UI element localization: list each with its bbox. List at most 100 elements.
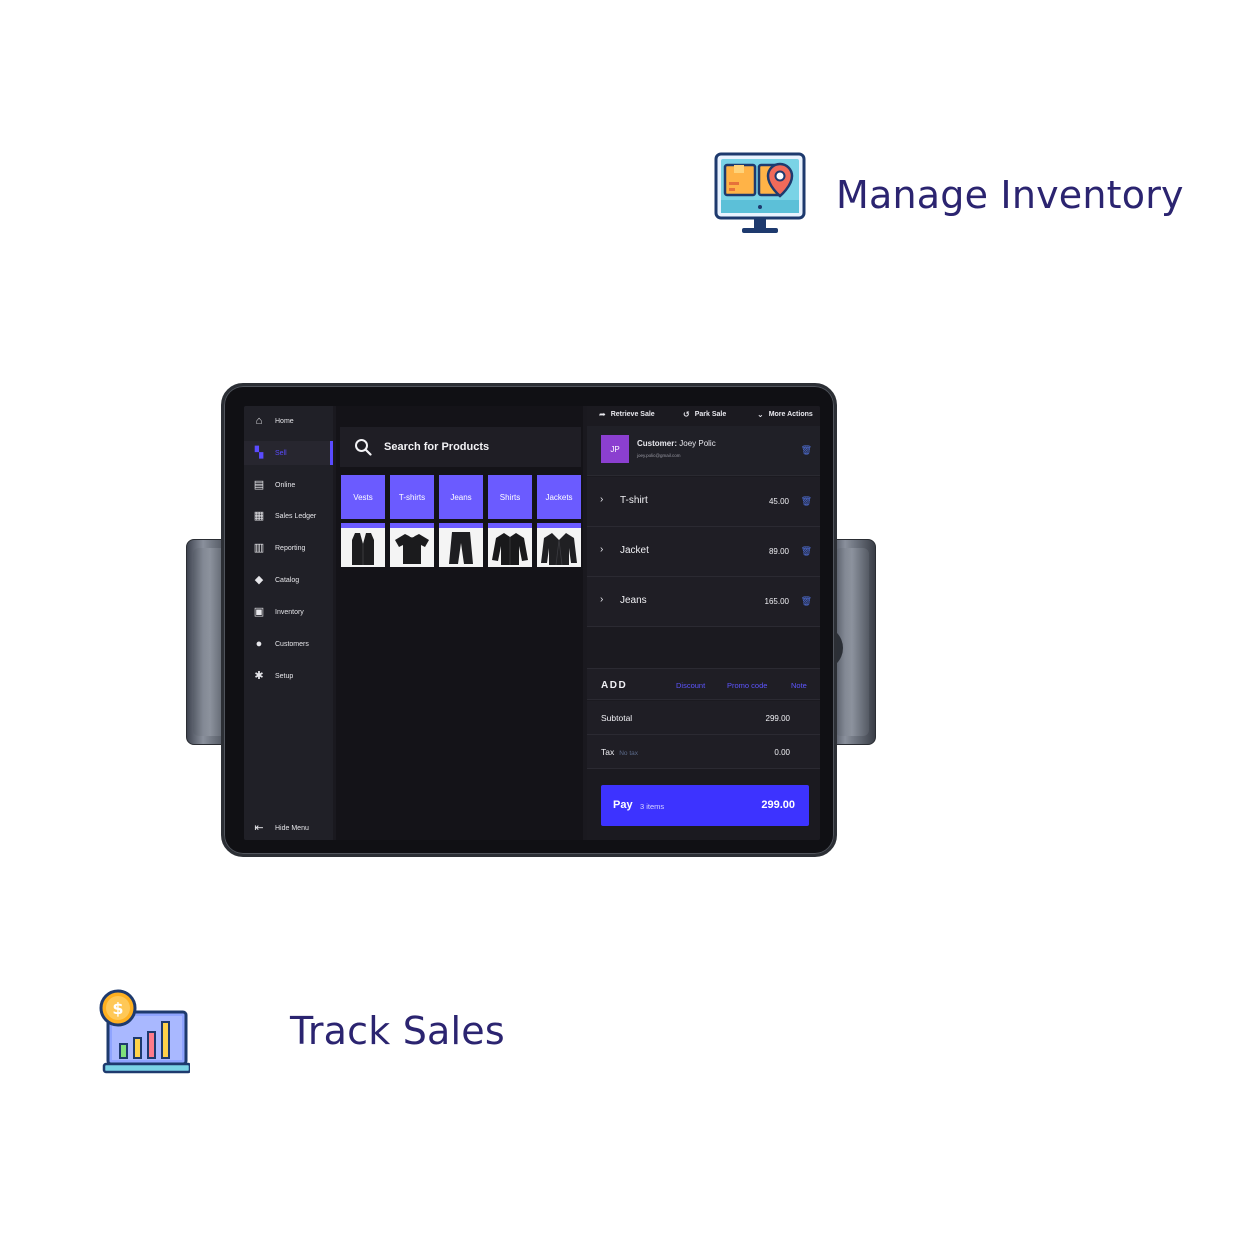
remove-customer-trash-icon[interactable]: 🗑 [800, 445, 812, 455]
pay-items-count: 3 items [640, 802, 665, 811]
pay-button[interactable]: Pay 3 items 299.00 [601, 785, 809, 826]
search-icon [355, 439, 372, 456]
sidebar-item-label: Home [275, 417, 294, 425]
hide-menu-label: Hide Menu [275, 824, 309, 832]
track-sales-feature: $ Track Sales [98, 988, 505, 1074]
sidebar-item-sales-ledger[interactable]: ▦ Sales Ledger [244, 504, 333, 528]
manage-inventory-title: Manage Inventory [836, 173, 1184, 217]
cart-line-item[interactable]: › Jeans 165.00 🗑 [587, 577, 820, 627]
boxes-icon: ▣ [253, 606, 265, 618]
tag-icon: ◆ [254, 574, 264, 586]
hide-menu-button[interactable]: ⇤ Hide Menu [244, 816, 333, 840]
note-link[interactable]: Note [791, 681, 807, 690]
dollar-bar-chart-icon: $ [99, 989, 190, 1074]
cart-line-item[interactable]: › Jacket 89.00 🗑 [587, 527, 820, 577]
promo-code-link[interactable]: Promo code [727, 681, 768, 690]
line-item-price: 45.00 [768, 497, 789, 506]
subtotal-row: Subtotal 299.00 [587, 701, 820, 735]
tax-row: Tax No tax 0.00 [587, 735, 820, 769]
chevron-down-icon: ⌄ [757, 410, 764, 419]
sidebar-item-label: Catalog [275, 576, 300, 584]
more-actions-button[interactable]: ⌄ More Actions [757, 410, 813, 419]
cart-icon: ▚ [254, 447, 264, 459]
line-item-name: Jeans [620, 595, 647, 606]
sidebar-item-reporting[interactable]: ▥ Reporting [244, 536, 333, 560]
track-sales-title: Track Sales [290, 1009, 505, 1053]
gear-icon: ✱ [254, 670, 264, 682]
online-icon: ▤ [253, 479, 265, 491]
tax-label-text: Tax [601, 747, 615, 757]
category-vests[interactable]: Vests [341, 475, 385, 519]
ledger-icon: ▦ [253, 510, 265, 522]
jacket-image [541, 532, 577, 565]
jeans-image [449, 531, 473, 564]
chevron-right-icon: › [600, 494, 604, 505]
sidebar-item-setup[interactable]: ✱ Setup [244, 664, 333, 688]
delete-line-trash-icon[interactable]: 🗑 [800, 596, 812, 606]
category-jeans[interactable]: Jeans [439, 475, 483, 519]
sidebar-item-inventory[interactable]: ▣ Inventory [244, 600, 333, 624]
product-vest[interactable] [341, 523, 385, 567]
more-actions-label: More Actions [768, 411, 813, 418]
sidebar-item-label: Reporting [275, 544, 306, 552]
sidebar-item-label: Sales Ledger [275, 512, 317, 520]
sidebar-item-label: Customers [275, 640, 309, 648]
sidebar-item-label: Online [275, 481, 296, 489]
tax-value: 0.00 [774, 748, 790, 757]
avatar: JP [601, 435, 629, 463]
share-arrow-icon: ➦ [599, 410, 606, 419]
cart-line-item[interactable]: › T-shirt 45.00 🗑 [587, 477, 820, 527]
category-tiles: Vests T-shirts Jeans Shirts Jackets [341, 475, 581, 519]
park-sale-button[interactable]: ↺ Park Sale [683, 410, 726, 419]
shirt-image [492, 532, 528, 565]
customer-email: joey.polic@gmail.com [637, 453, 681, 458]
bar-chart-icon: ▥ [253, 542, 265, 554]
pay-label: Pay [613, 799, 633, 811]
sidebar-item-label: Sell [275, 449, 287, 457]
retrieve-sale-button[interactable]: ➦ Retrieve Sale [599, 410, 655, 419]
cart-panel: ➦ Retrieve Sale ↺ Park Sale ⌄ More Actio… [587, 406, 820, 840]
add-row: ADD Discount Promo code Note [587, 668, 820, 700]
pos-screen: ⌂ Home ▚ Sell ▤ Online ▦ Sales Ledger ▥ … [244, 406, 820, 840]
line-item-name: Jacket [620, 545, 649, 556]
delete-line-trash-icon[interactable]: 🗑 [800, 496, 812, 506]
line-item-name: T-shirt [620, 495, 648, 506]
category-jackets[interactable]: Jackets [537, 475, 581, 519]
category-tshirts[interactable]: T-shirts [390, 475, 434, 519]
sidebar-item-home[interactable]: ⌂ Home [244, 409, 333, 433]
cart-action-bar: ➦ Retrieve Sale ↺ Park Sale ⌄ More Actio… [587, 406, 820, 424]
search-input[interactable]: Search for Products [340, 427, 581, 467]
home-icon: ⌂ [255, 415, 263, 427]
pay-total: 299.00 [761, 799, 795, 811]
sidebar: ⌂ Home ▚ Sell ▤ Online ▦ Sales Ledger ▥ … [244, 406, 333, 840]
products-panel: Search for Products Vests T-shirts Jeans… [336, 406, 583, 840]
monitor-box-location-icon [714, 152, 806, 233]
sidebar-item-catalog[interactable]: ◆ Catalog [244, 568, 333, 592]
product-tshirt[interactable] [390, 523, 434, 567]
product-thumbnails [341, 523, 581, 567]
product-jeans[interactable] [439, 523, 483, 567]
delete-line-trash-icon[interactable]: 🗑 [800, 546, 812, 556]
park-sale-label: Park Sale [694, 411, 727, 418]
chevron-right-icon: › [600, 594, 604, 605]
sidebar-item-label: Inventory [275, 608, 304, 616]
manage-inventory-feature: Manage Inventory [714, 152, 1184, 238]
sidebar-item-customers[interactable]: ● Customers [244, 632, 333, 656]
line-item-price: 89.00 [768, 547, 789, 556]
product-shirt[interactable] [488, 523, 532, 567]
tax-label: Tax No tax [601, 747, 638, 757]
tax-sub-label: No tax [619, 750, 639, 757]
line-item-price: 165.00 [764, 597, 789, 606]
retrieve-sale-label: Retrieve Sale [610, 411, 655, 418]
search-placeholder: Search for Products [384, 441, 490, 453]
people-icon: ● [255, 638, 263, 650]
sidebar-item-online[interactable]: ▤ Online [244, 473, 333, 497]
customer-name: Customer: Joey Polic [637, 439, 716, 448]
sidebar-item-label: Setup [275, 672, 294, 680]
discount-link[interactable]: Discount [676, 681, 706, 690]
customer-row[interactable]: JP Customer: Joey Polic joey.polic@gmail… [587, 426, 820, 476]
sidebar-item-sell[interactable]: ▚ Sell [244, 441, 333, 465]
tablet-device: ⌂ Home ▚ Sell ▤ Online ▦ Sales Ledger ▥ … [221, 383, 837, 857]
category-shirts[interactable]: Shirts [488, 475, 532, 519]
product-jacket[interactable] [537, 523, 581, 567]
